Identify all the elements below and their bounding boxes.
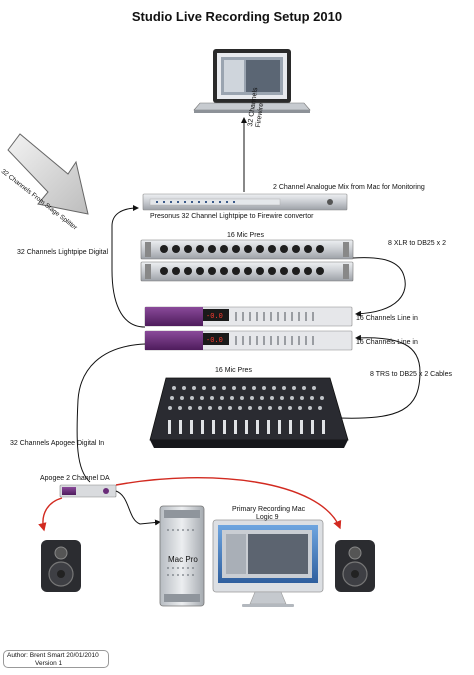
xlr-db25-cable (352, 257, 406, 317)
mic-pre-rack-2 (140, 261, 354, 282)
laptop-icon (193, 49, 311, 113)
primary-mac-label: Primary Recording Mac (232, 506, 306, 513)
imac-icon (212, 519, 324, 607)
author-text: Author: Brent Smart 20/01/2010 (7, 652, 99, 659)
apogee-da-label: Apogee 2 Channel DA (40, 475, 110, 482)
right-speaker-feed (115, 477, 342, 530)
right-speaker-icon (335, 540, 375, 592)
line-in-label-1: 16 Channels Line in (356, 315, 418, 322)
apogee-converter-2: -0.0 (144, 330, 353, 351)
left-speaker-feed (38, 497, 63, 532)
line-in-label-2: 16 Channels Line in (356, 339, 418, 346)
svg-text:-0.0: -0.0 (206, 337, 223, 345)
mac-pro-tower-icon (159, 505, 205, 607)
lightpipe-cable (111, 205, 146, 328)
trs-db25-label: 8 TRS to DB25 x 2 Cables (370, 371, 452, 378)
xlr-db25-label: 8 XLR to DB25 x 2 (388, 240, 446, 247)
svg-text:-0.0: -0.0 (206, 313, 223, 321)
presonus-convertor-icon (142, 193, 348, 211)
mic-pre-rack-1 (140, 239, 354, 260)
presonus-label: Presonus 32 Channel Lightpipe to Firewir… (150, 213, 314, 220)
apogee-da-icon (59, 484, 117, 498)
apogee-digital-label: 32 Channels Apogee Digital In (10, 440, 105, 447)
stage-splitter-arrow (7, 133, 89, 215)
analogue-mix-label: 2 Channel Analogue Mix from Mac for Moni… (273, 184, 425, 191)
apogee-digital-cable (76, 343, 146, 483)
mic-pres-mixer-label: 16 Mic Pres (215, 367, 252, 374)
mixer-desk-icon (149, 377, 349, 448)
mic-pres-top-label: 16 Mic Pres (227, 232, 264, 239)
apogee-converter-1: -0.0 (144, 306, 353, 327)
trs-db25-cable (337, 334, 421, 419)
lightpipe-label: 32 Channels Lightpipe Digital (17, 249, 109, 256)
page-title: Studio Live Recording Setup 2010 (131, 9, 343, 24)
da-mac-cable (115, 490, 161, 526)
mac-pro-label: Mac Pro (168, 555, 198, 564)
logic-label: Logic 9 (256, 514, 279, 521)
author-footer: Author: Brent Smart 20/01/2010 Version 1 (3, 650, 109, 668)
left-speaker-icon (41, 540, 81, 592)
version-text: Version 1 (35, 660, 63, 667)
